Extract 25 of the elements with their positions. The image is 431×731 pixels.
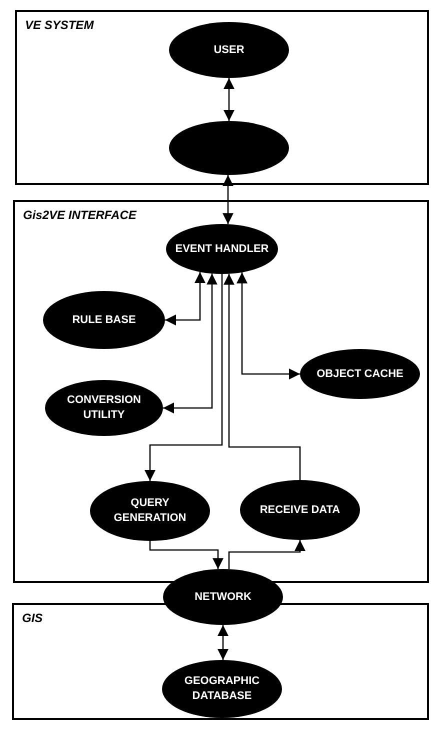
connector-arrow: [218, 625, 228, 660]
group-panel: [13, 200, 429, 583]
connector-arrow: [228, 540, 306, 570]
node-label: NETWORK: [194, 590, 252, 604]
node-label: USER: [214, 42, 244, 58]
group-panel: [15, 10, 429, 185]
connector-arrow: [222, 175, 234, 224]
connector-arrow: [163, 274, 218, 414]
connector-arrow: [149, 541, 224, 570]
panel-title: Gis2VE INTERFACE: [23, 207, 136, 224]
node-label: CONVERSION UTILITY: [66, 393, 142, 423]
node-label: OBJECT CACHE: [316, 366, 404, 382]
node-label: QUERY GENERATION: [112, 496, 188, 526]
node-label: GEOGRAPHIC DATABASE: [183, 674, 261, 704]
connector-arrow: [144, 274, 223, 481]
connector-arrow: [224, 274, 301, 480]
connector-arrow: [236, 272, 300, 380]
node-label: RECEIVE DATA: [260, 502, 340, 518]
node-label: RULE BASE: [72, 312, 136, 328]
panel-title: VE SYSTEM: [25, 17, 94, 34]
panel-title: GIS: [22, 610, 43, 627]
connector-arrow: [224, 78, 234, 121]
group-panel: [12, 603, 429, 720]
connector-arrow: [165, 272, 206, 326]
node-label: EVENT HANDLER: [175, 242, 269, 256]
